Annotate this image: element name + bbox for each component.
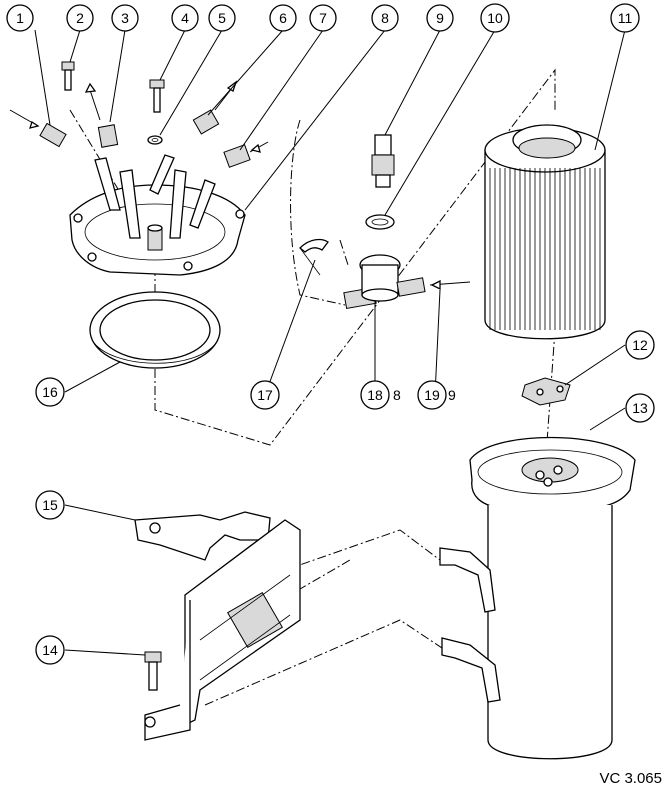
callout-17: 17 [250,380,280,410]
svg-text:11: 11 [618,10,633,26]
svg-text:10: 10 [487,10,503,26]
svg-text:3: 3 [121,10,129,26]
svg-text:14: 14 [42,642,58,658]
svg-text:8: 8 [381,10,389,26]
callout-10: 10 [480,3,510,33]
svg-text:15: 15 [42,497,58,513]
svg-text:17: 17 [257,387,273,403]
reference-code: VC 3.065 [599,770,662,787]
callout-4: 4 [171,4,199,32]
callout-16: 16 [35,377,65,407]
callout-1: 1 [6,4,34,32]
svg-text:16: 16 [42,384,58,400]
callout-2: 2 [66,4,94,32]
callout-18: 18 8 [360,380,401,410]
callout-11: 11 [610,3,640,33]
callout-3: 3 [111,4,139,32]
callout-18-suffix: 8 [393,387,401,403]
callout-14: 14 [35,635,65,665]
svg-text:2: 2 [76,10,84,26]
callout-19: 19 9 [417,380,456,410]
drain-gasket [521,377,571,406]
callout-13: 13 [625,393,655,423]
callout-9: 9 [426,4,454,32]
retaining-clip [299,238,329,276]
svg-text:7: 7 [319,10,327,26]
sealing-ring [89,291,221,369]
thermostat-valve [343,254,471,310]
hose-connectors [9,80,269,168]
filter-housing [439,436,636,760]
svg-text:18: 18 [367,387,383,403]
callout-labels: 1 2 3 4 5 6 7 8 9 10 11 12 13 14 15 16 1… [6,3,655,665]
svg-text:19: 19 [424,387,440,403]
filter-head-cover [69,154,246,276]
mounting-bracket [134,511,301,741]
svg-text:5: 5 [218,10,226,26]
callout-19-suffix: 9 [448,387,456,403]
svg-text:9: 9 [436,10,444,26]
temperature-sensor [365,134,395,230]
callout-5: 5 [208,4,236,32]
callout-8: 8 [371,4,399,32]
callout-7: 7 [309,4,337,32]
leader-lines [34,29,626,656]
svg-text:4: 4 [181,10,189,26]
callout-6: 6 [269,4,297,32]
callout-15: 15 [35,490,65,520]
svg-text:12: 12 [632,337,648,353]
callout-12: 12 [625,330,655,360]
assembly-lines [69,68,556,706]
filter-element [484,124,606,340]
screws-and-washer [61,61,165,145]
svg-text:1: 1 [16,10,24,26]
svg-text:6: 6 [279,10,287,26]
svg-text:13: 13 [632,400,648,416]
